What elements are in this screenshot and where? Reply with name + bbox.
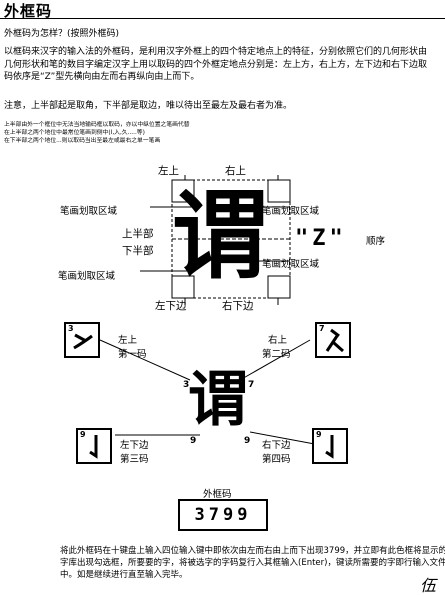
order-label: 顺序 — [366, 236, 386, 247]
code-tl-label: 左上 — [118, 335, 138, 346]
code-tl-sub: 第一码 — [118, 349, 147, 360]
code-num-4: 9 — [244, 436, 251, 446]
stroke-region-top-left: 笔画划取区域 — [60, 206, 118, 217]
intro-paragraph: 以框码来汉字的输入法的外框码，是利用汉字外框上的四个特定地点上的特征，分别依照它… — [4, 47, 428, 82]
footer-paragraph: 将此外框码在十键盘上输入四位输入键中即依次由左而右由上而下出现3799，并立即有… — [60, 546, 445, 580]
small-notes: 上半部由外一个框位中无法当地输码框以取码，亦以中纵位置之笔画代替 在上半部之两个… — [4, 121, 434, 146]
lower-half-label: 下半部 — [122, 245, 154, 257]
code-bl-label: 左下边 — [120, 440, 149, 451]
stroke-region-top-right: 笔画划取区域 — [262, 206, 320, 217]
z-order-label: "Z" — [295, 226, 347, 251]
code-box-num: 3 — [68, 324, 74, 333]
page-mark: 伍 — [420, 576, 437, 595]
code-br-label: 右下边 — [262, 440, 291, 451]
code-box-top-left: 3 — [64, 322, 100, 358]
code-tr-label: 右上 — [268, 335, 288, 346]
stroke-region-bottom-left: 笔画划取区域 — [58, 271, 116, 282]
page-title: 外框码 — [4, 2, 53, 20]
code-center-char: 谓 — [188, 365, 248, 435]
code-num-2: 7 — [248, 380, 255, 390]
code-box-num: 9 — [80, 430, 86, 439]
code-num-1: 3 — [183, 380, 190, 390]
small-note-line: 在上半部之两个地位中最常位笔画到侧中(I,入,久.....等) — [4, 130, 145, 137]
code-box-top-right: 7 — [315, 322, 351, 358]
diagram-top-right-label: 右上 — [225, 165, 246, 177]
result-code-box: 3799 — [178, 499, 268, 531]
stroke-region-bottom-right: 笔画划取区域 — [262, 259, 320, 270]
code-box-bottom-left: 9 — [76, 428, 112, 464]
title-rule — [0, 18, 445, 19]
stroke-hook-icon — [89, 435, 98, 459]
code-tr-sub: 第二码 — [262, 349, 291, 360]
code-box-num: 9 — [316, 430, 322, 439]
diagram-top-left-label: 左上 — [158, 165, 179, 177]
diagram-bottom-right-label: 右下边 — [222, 300, 254, 312]
code-br-sub: 第四码 — [262, 454, 291, 465]
stroke-hook-icon — [325, 435, 334, 459]
small-note-line: 上半部由外一个框位中无法当地输码框以取码，亦以中纵位置之笔画代替 — [4, 122, 190, 128]
stroke-dot-icon — [73, 333, 93, 350]
code-connector-lines — [99, 339, 321, 446]
code-box-num: 7 — [319, 324, 325, 333]
note-paragraph: 注意，上半部起是取角，下半部是取边，唯以待出至最左及最右者为准。 — [4, 101, 293, 111]
result-label: 外框码 — [203, 489, 232, 500]
page-subtitle: 外框码为怎样？(按照外框码) — [4, 29, 120, 39]
diagram-main-char: 谓 — [172, 179, 268, 292]
code-bl-sub: 第三码 — [120, 454, 149, 465]
code-num-3: 9 — [190, 436, 197, 446]
diagram-bottom-left-label: 左下边 — [155, 300, 187, 312]
diagram-frame — [140, 175, 291, 305]
stroke-ren-icon — [325, 328, 344, 353]
code-box-bottom-right: 9 — [312, 428, 348, 464]
upper-half-label: 上半部 — [122, 228, 154, 240]
small-note-line: 在下半部之两个地位...则以取码当出至最左或最右之单一笔画 — [4, 138, 161, 145]
